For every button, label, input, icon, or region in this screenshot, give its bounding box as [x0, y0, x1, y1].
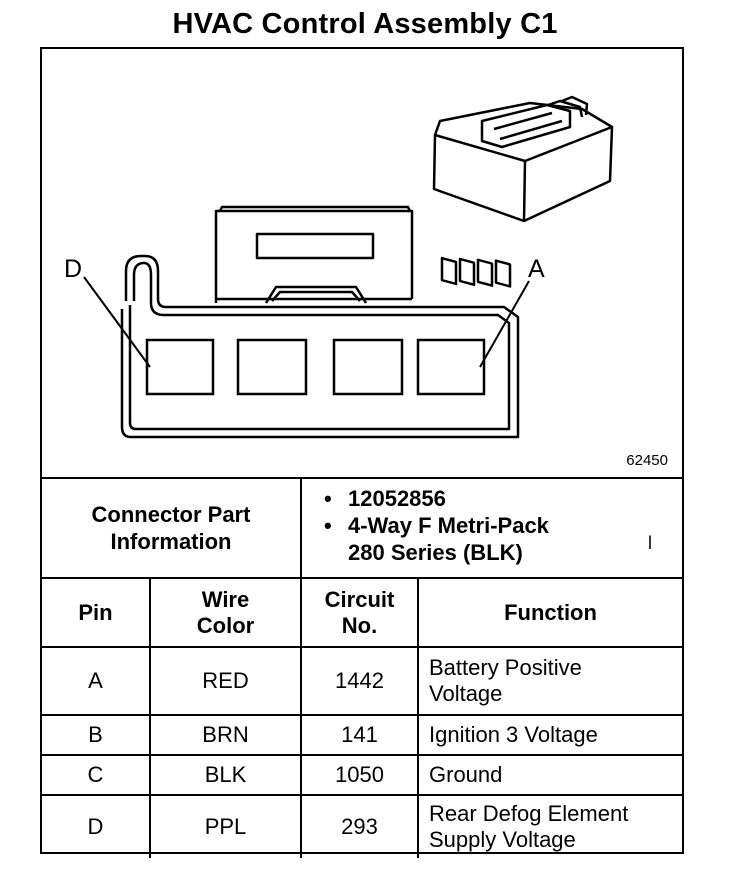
cell-pin: D — [42, 794, 151, 858]
cell-pin: C — [42, 754, 151, 796]
connector-part-info-label: Connector Part Information — [42, 479, 302, 577]
table-header-row: Pin Wire Color Circuit No. Function — [42, 579, 682, 648]
cell-function-line1: Rear Defog Element — [429, 801, 629, 826]
cell-circuit: 1442 — [300, 646, 419, 716]
cavity-a — [416, 338, 486, 396]
cell-wire-color: BLK — [149, 754, 302, 796]
stray-mark: l — [648, 533, 652, 553]
header-pin: Pin — [42, 579, 151, 648]
connector-illustration: D A — [64, 95, 614, 439]
table-row: A RED 1442 Battery Positive Voltage — [42, 646, 682, 716]
cavity-d — [145, 338, 215, 396]
connector-part-details: 12052856 4-Way F Metri-Pack 280 Series (… — [324, 485, 549, 566]
cavity-c — [236, 338, 308, 396]
cell-wire-color: BRN — [149, 714, 302, 756]
cell-circuit: 293 — [300, 794, 419, 858]
cell-circuit: 141 — [300, 714, 419, 756]
cell-function-line2: Voltage — [429, 681, 503, 706]
header-circuit-line2: No. — [341, 612, 378, 638]
cell-function: Battery Positive Voltage — [417, 646, 682, 716]
header-wire-color-line2: Color — [196, 612, 255, 638]
connector-series: 280 Series (BLK) — [348, 540, 523, 565]
table-row: B BRN 141 Ignition 3 Voltage — [42, 714, 682, 756]
leader-lines — [83, 276, 530, 368]
cell-wire-color: RED — [149, 646, 302, 716]
pin-label-d: D — [64, 255, 82, 283]
page-title: HVAC Control Assembly C1 — [172, 8, 558, 40]
cell-wire-color: PPL — [149, 794, 302, 858]
pin-cavities — [145, 338, 486, 396]
cavity-b — [332, 338, 404, 396]
connector-type-item: 4-Way F Metri-Pack — [324, 512, 549, 539]
cell-function: Ignition 3 Voltage — [417, 714, 682, 756]
table-row: D PPL 293 Rear Defog Element Supply Volt… — [42, 794, 682, 858]
connector-part-label-line2: Information — [110, 529, 232, 554]
header-circuit-line1: Circuit — [324, 586, 395, 612]
cell-pin: A — [42, 646, 151, 716]
header-function: Function — [417, 579, 682, 648]
connector-part-info: Connector Part Information 12052856 4-Wa… — [42, 479, 682, 579]
connector-thumbnail — [432, 95, 614, 288]
table-row: C BLK 1050 Ground — [42, 754, 682, 796]
figure-number: 62450 — [626, 452, 668, 469]
connector-body — [120, 254, 520, 439]
connector-frame: D A 62450 Connector Part Information 120… — [40, 47, 684, 858]
cell-function: Ground — [417, 754, 682, 796]
header-circuit: Circuit No. — [300, 579, 419, 648]
cell-function: Rear Defog Element Supply Voltage — [417, 794, 682, 858]
part-number-item: 12052856 — [324, 485, 549, 512]
cell-function-line1: Battery Positive — [429, 655, 582, 680]
header-wire-color: Wire Color — [149, 579, 302, 648]
cell-pin: B — [42, 714, 151, 756]
header-wire-color-line1: Wire — [201, 586, 250, 612]
pinout-table: Pin Wire Color Circuit No. Function A RE… — [42, 579, 682, 858]
pin-label-a: A — [528, 255, 545, 283]
connector-diagram: D A 62450 — [42, 49, 682, 479]
cell-function-line2: Supply Voltage — [429, 827, 576, 852]
cell-circuit: 1050 — [300, 754, 419, 796]
connector-part-label-line1: Connector Part — [91, 502, 251, 527]
connector-latch — [214, 205, 414, 304]
